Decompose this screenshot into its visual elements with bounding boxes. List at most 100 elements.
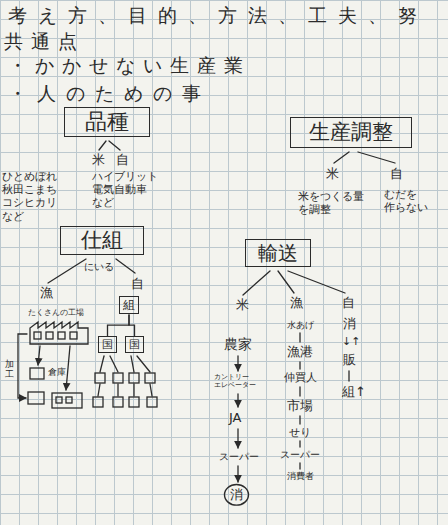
flow-line (299, 416, 300, 424)
branch-line (109, 141, 120, 150)
bracket (18, 334, 27, 398)
handwritten-note: 自 (342, 295, 355, 311)
small-box (147, 397, 157, 407)
handwritten-note: にいる (84, 261, 114, 273)
handwritten-note: 漁 (290, 295, 303, 311)
flow-line (38, 346, 40, 365)
branch-line (278, 271, 294, 293)
small-box (145, 373, 155, 383)
small-box (129, 397, 139, 407)
branch-line (334, 152, 349, 163)
circled-text: 消 (224, 484, 249, 506)
branch-line (243, 271, 270, 295)
factory-window (34, 332, 41, 339)
handwritten-note: 漁 (40, 285, 53, 301)
small-box: 組 (119, 296, 139, 314)
flow-line (348, 371, 349, 381)
small-box (52, 393, 82, 408)
flow-arrow (237, 466, 238, 482)
flow-line (299, 387, 300, 396)
branch-line (48, 259, 86, 283)
handwritten-note: ・人のための事 (8, 82, 211, 105)
node-text: 国 (129, 338, 140, 351)
handwritten-note: むだを 作らない (384, 188, 440, 214)
handwritten-note: ・かかせない生産業 (8, 54, 251, 77)
factory-sketch (30, 322, 88, 344)
circle-outline (225, 484, 249, 505)
handwritten-note: JA (229, 410, 242, 426)
handwritten-note: 米 (92, 152, 105, 168)
node-text: 品種 (85, 109, 129, 135)
handwritten-note: 水あげ (287, 320, 314, 331)
handwritten-note: 倉庫 (48, 367, 66, 378)
handwritten-note: 組↑ (342, 384, 366, 400)
handwritten-note: 漁港 (287, 344, 313, 360)
handwritten-note: 消 (343, 316, 356, 332)
handwritten-note: 消費者 (287, 471, 314, 482)
handwritten-note: 米 (236, 297, 249, 313)
node-text: 生産調整 (309, 120, 393, 145)
factory-window (70, 332, 77, 339)
branch-line (358, 152, 395, 163)
handwritten-note: 加工 (5, 360, 14, 380)
small-box (28, 392, 44, 404)
branch-line (110, 356, 118, 372)
handwritten-note: たくさんの工場 (28, 308, 84, 318)
heading-box: 仕組 (60, 226, 144, 255)
branch-line (98, 384, 152, 396)
connector-line (129, 314, 135, 336)
branch-line (99, 141, 106, 150)
handwritten-note: ↓↑ (342, 335, 360, 348)
small-box (95, 373, 105, 383)
small-box (113, 373, 123, 383)
handwritten-note: せり (289, 426, 311, 439)
small-box: 国 (125, 336, 144, 353)
handwritten-note: 自 (390, 166, 403, 182)
handwritten-note: 米 (326, 166, 339, 182)
node-text: 仕組 (81, 228, 123, 253)
flow-arrow (237, 429, 238, 448)
handwritten-note: 販 (343, 352, 356, 368)
flow-line (299, 463, 300, 469)
node-text: 輸送 (258, 241, 298, 265)
handwritten-note: 仲買人 (284, 371, 317, 384)
flow-line (299, 441, 300, 447)
warehouse-box (30, 368, 44, 379)
connector-line (108, 314, 130, 336)
node-text: 消 (230, 487, 243, 503)
small-box (129, 373, 139, 383)
handwritten-note: スーパー (280, 449, 320, 461)
node-text: 国 (102, 338, 113, 351)
handwritten-note: 考え方、目的、方法、工夫、努 (8, 4, 428, 27)
branch-line (100, 356, 104, 372)
handwritten-note: 共通点 (4, 30, 85, 53)
flow-arrow (237, 394, 238, 407)
branch-line (288, 271, 345, 293)
handwritten-note: 市場 (287, 398, 313, 414)
branch-line (116, 259, 135, 273)
node-text: 組 (123, 298, 135, 312)
factory-window (46, 332, 53, 339)
flow-line (299, 333, 300, 342)
heading-box: 生産調整 (290, 117, 412, 148)
flow-line (66, 346, 70, 390)
flow-line (299, 362, 300, 369)
small-box (66, 397, 72, 403)
heading-box: 品種 (64, 107, 150, 137)
factory-window (58, 332, 65, 339)
small-box (93, 397, 103, 407)
handwritten-note: スーパー (219, 451, 259, 463)
handwritten-note: ひとめぼれ 秋田こまち コシヒカリ など (2, 170, 82, 223)
heading-box: 輸送 (245, 239, 311, 267)
branch-line (131, 356, 134, 372)
handwritten-note: 米をつくる量 を調整 (298, 190, 370, 216)
handwritten-note: カントリー エレベーター (214, 373, 262, 390)
small-box (113, 397, 123, 407)
handwritten-note: ハイブリット 電気自動車 など (92, 170, 168, 210)
handwritten-note: 自 (131, 276, 144, 292)
small-box (56, 397, 62, 403)
flow-arrow (237, 356, 238, 371)
handwritten-note: 農家 (224, 336, 252, 353)
